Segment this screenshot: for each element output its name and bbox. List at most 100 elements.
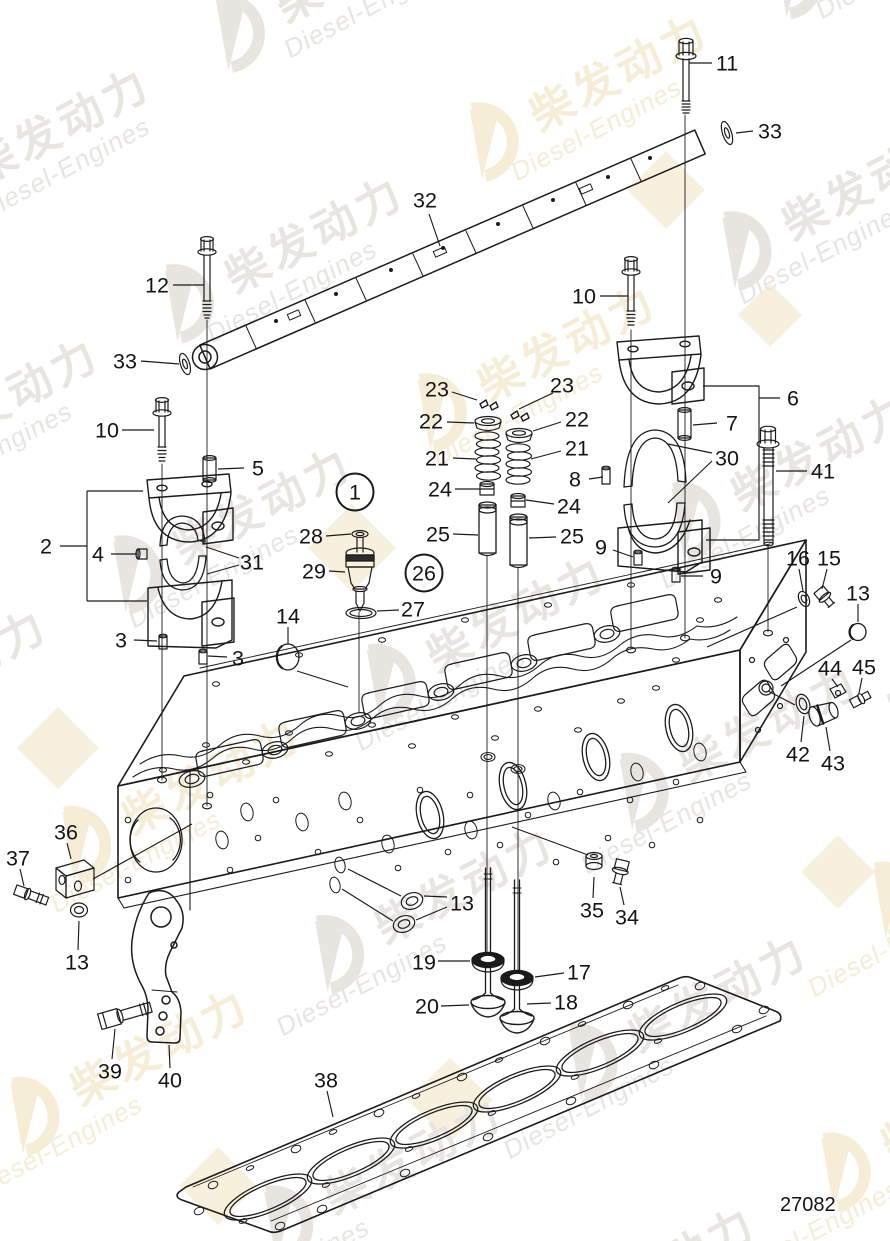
- exhaust-ports-shape-shape: [502, 766, 524, 806]
- callout-13: 13: [65, 920, 89, 975]
- callout-24: 24: [428, 478, 480, 502]
- valve-assembly-18-shape: [499, 1010, 535, 1026]
- bolt-landing-holes-shape: [480, 751, 496, 763]
- watermark-accent-diamond: [738, 283, 802, 347]
- bolt-39-shape: [116, 1008, 124, 1024]
- block-36-shape: [58, 874, 66, 886]
- callout-leader-line: [206, 564, 240, 575]
- part-number-label: 26: [412, 562, 436, 586]
- bolt-34-shape: [613, 872, 617, 884]
- callout-43: 43: [821, 726, 845, 776]
- top-face-holes-shape: [202, 742, 210, 748]
- bolt-41: [756, 425, 780, 547]
- callout-leader-line: [77, 920, 80, 951]
- right-end-face-details-shape: [776, 702, 784, 710]
- top-face-holes-shape: [617, 698, 625, 704]
- top-face-holes-shape: [408, 743, 416, 749]
- intake-ports-shape: [361, 681, 430, 719]
- spring-retainer-22-shape: [480, 418, 496, 424]
- rocker-stand-assembly-left-2-shape: [211, 521, 225, 531]
- washer-35: [585, 851, 603, 871]
- injector-bores-shape-shape: [184, 773, 200, 785]
- valve-spring-21-shape: [475, 471, 502, 481]
- bolt-10-left: [152, 397, 172, 462]
- callout-30: 30: [667, 443, 739, 504]
- gasket-coolant-slots-shape: [404, 1146, 414, 1152]
- callout-leader-line: [831, 678, 839, 688]
- valve-seal-24: [479, 480, 495, 496]
- seal-rings-13-mid-shape-shape: [397, 919, 411, 929]
- front-face-holes-shape: [314, 848, 322, 856]
- bearing-shells-30: [623, 429, 687, 548]
- part-number-label: 2: [40, 535, 52, 559]
- bolt-34-shape: [612, 881, 623, 886]
- bolt-10-right: [621, 256, 641, 326]
- pin-5: [202, 455, 217, 484]
- lower-bracket-left-shape: [201, 597, 235, 647]
- watermark-accent-diamond: [308, 504, 396, 592]
- callout-28: 28: [299, 525, 352, 549]
- injector-bores-shape-shape: [350, 715, 366, 727]
- part-number-label: 22: [565, 408, 589, 432]
- part-number-label: 29: [302, 560, 326, 584]
- callout-leader-line: [440, 1004, 470, 1007]
- rocker-shaft-32-shape-shape: [648, 156, 652, 160]
- bolt-37-shape: [12, 884, 29, 899]
- part-number-label: 45: [852, 656, 876, 680]
- pin-3-right-shape: [198, 648, 208, 654]
- callout-10: 10: [95, 419, 154, 443]
- callout-leader-line: [588, 476, 604, 480]
- bolt-15-shape: [818, 591, 832, 603]
- valve-assembly-18-shape: [518, 1008, 533, 1017]
- block-36: [55, 859, 95, 899]
- callout-leader-line: [767, 690, 796, 706]
- callout-21: 21: [530, 437, 589, 461]
- spring-retainer-22: [505, 427, 533, 444]
- bolt-45-shape: [857, 693, 866, 705]
- top-face-holes-shape: [325, 751, 333, 757]
- lifting-eye-40-shape: [158, 1011, 168, 1021]
- tappet-25-shape: [509, 518, 528, 526]
- gasket-coolant-slots-shape: [577, 1021, 587, 1027]
- front-face-holes-shape: [552, 858, 560, 866]
- gasket-coolant-slots: [238, 985, 670, 1224]
- valve-spring-21-shape: [505, 475, 531, 485]
- callout-26: 26: [404, 553, 444, 593]
- bolt-10-left-shape: [152, 409, 172, 417]
- gasket-bolt-holes-shape: [565, 1096, 577, 1106]
- gasket-bolt-holes-shape: [622, 1000, 634, 1010]
- gasket-coolant-slots-shape: [487, 1110, 497, 1116]
- parts-diagram-shape: [12, 37, 872, 1234]
- front-face-holes-shape: [630, 762, 644, 782]
- part-number-label: 6: [787, 387, 799, 411]
- callout-leader-line: [66, 842, 72, 860]
- lifting-eye-40-shape: [161, 995, 171, 1005]
- injector-29-shape: [345, 554, 375, 562]
- bearing-shells-31-shape: [166, 522, 199, 546]
- lower-bracket-right: [617, 519, 711, 575]
- valve-spring-21: [505, 443, 533, 485]
- part-number-label: 10: [572, 285, 596, 309]
- callout-39: 39: [98, 1028, 122, 1084]
- callout-44: 44: [818, 657, 842, 688]
- washer-35-shape: [589, 853, 599, 859]
- part-number-label: 7: [726, 412, 738, 436]
- callout-leader-line: [207, 655, 228, 658]
- pin-3-left-shape: [158, 635, 168, 650]
- bolt-15: [813, 585, 836, 609]
- exhaust-ports-shape-shape: [415, 790, 445, 840]
- part-number-label: 41: [811, 460, 835, 484]
- callout-1: 1: [335, 472, 375, 512]
- callout-33: 33: [113, 350, 180, 374]
- drawing-number: 27082: [780, 1194, 836, 1216]
- valve-seal-19-shape: [471, 960, 505, 973]
- front-face-holes-shape: [444, 848, 452, 856]
- bearing-shells-31-shape: [166, 555, 200, 584]
- front-face-holes-shape: [547, 791, 561, 811]
- valve-assembly-18-shape: [501, 1008, 516, 1017]
- part-number-label: 27: [401, 598, 425, 622]
- gasket-bolt-holes-shape: [456, 1072, 468, 1082]
- cylinder-bores-shape: [306, 1137, 396, 1185]
- washer-16-shape: [797, 590, 811, 608]
